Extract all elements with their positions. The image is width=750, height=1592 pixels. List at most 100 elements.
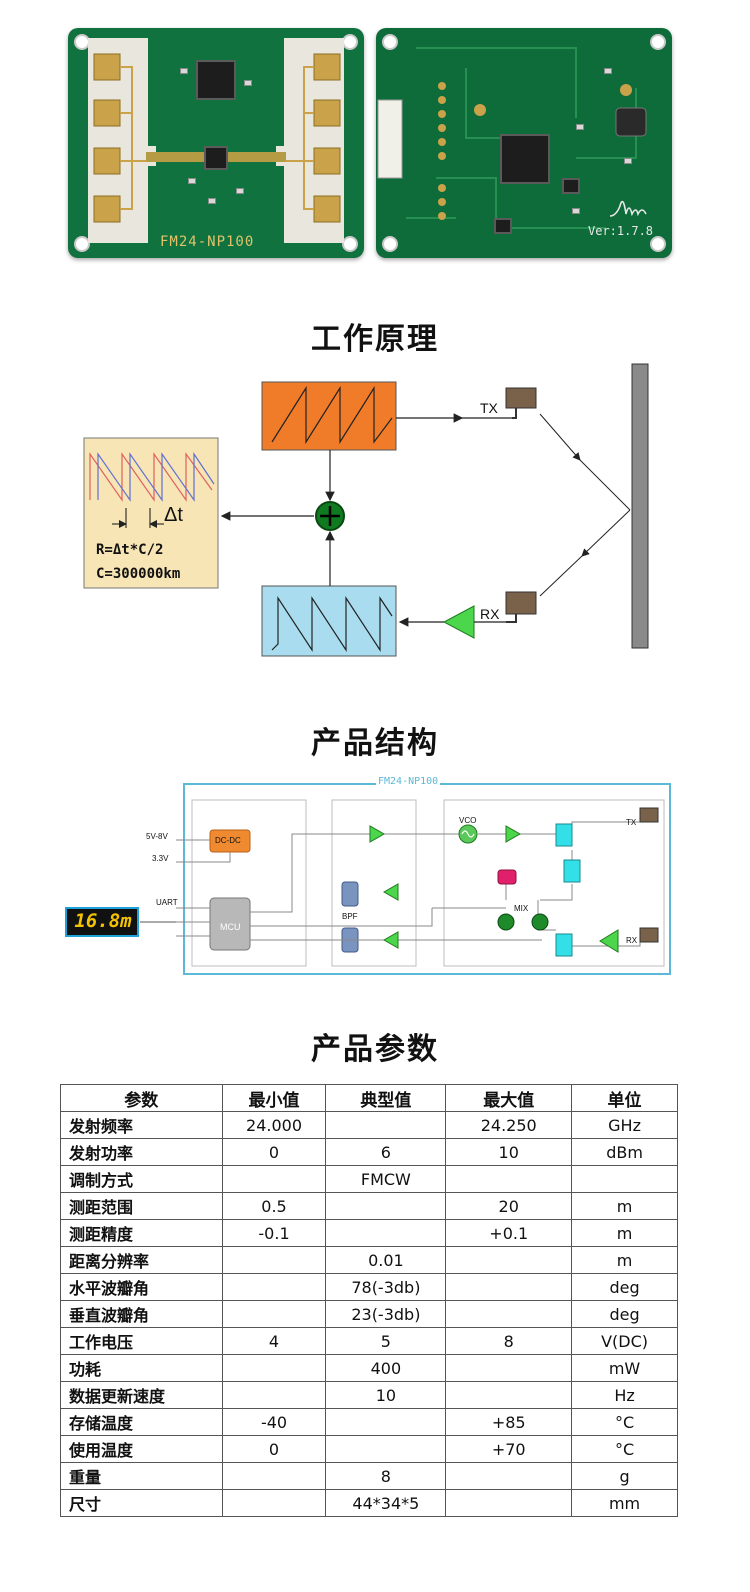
max-value bbox=[445, 1246, 573, 1274]
param-name: 距离分辨率 bbox=[60, 1246, 223, 1274]
smd-part bbox=[576, 124, 584, 130]
bpf-label: BPF bbox=[342, 912, 358, 921]
tx-antenna-icon bbox=[505, 387, 537, 419]
mounting-hole bbox=[650, 236, 666, 252]
min-value: 0 bbox=[221, 1138, 327, 1166]
unit: mm bbox=[571, 1489, 678, 1517]
unit: Hz bbox=[571, 1381, 678, 1409]
rx-antenna-icon bbox=[639, 927, 659, 943]
typ-value: 5 bbox=[325, 1327, 447, 1355]
typ-value: 44*34*5 bbox=[325, 1489, 447, 1517]
structure-diagram bbox=[65, 783, 671, 975]
tx-antenna-icon bbox=[639, 807, 659, 823]
unit: dBm bbox=[571, 1138, 678, 1166]
delta-t-label: Δt bbox=[164, 504, 183, 526]
amplifier-icon bbox=[599, 929, 619, 953]
min-value: 0.5 bbox=[221, 1192, 327, 1220]
chip bbox=[204, 146, 228, 170]
rx-signal-block bbox=[261, 585, 397, 657]
structure-title: 产品结构 bbox=[311, 726, 439, 761]
mcu-label: MCU bbox=[220, 922, 241, 932]
chip bbox=[494, 218, 512, 234]
params-title: 产品参数 bbox=[311, 1032, 439, 1067]
max-value bbox=[445, 1165, 573, 1193]
splitter-icon bbox=[563, 859, 581, 883]
mounting-hole bbox=[74, 236, 90, 252]
max-value: +85 bbox=[445, 1408, 573, 1436]
min-value bbox=[221, 1354, 327, 1382]
max-value: +0.1 bbox=[445, 1219, 573, 1247]
param-name: 数据更新速度 bbox=[60, 1381, 223, 1409]
header-unit: 单位 bbox=[571, 1084, 678, 1112]
dcdc-label: DC-DC bbox=[215, 836, 241, 845]
max-value bbox=[445, 1354, 573, 1382]
max-value bbox=[445, 1300, 573, 1328]
brand-logo bbox=[609, 200, 647, 217]
param-name: 重量 bbox=[60, 1462, 223, 1490]
chip bbox=[196, 60, 236, 100]
formula-box bbox=[83, 437, 219, 589]
unit bbox=[571, 1165, 678, 1193]
rx-antenna-icon bbox=[505, 591, 537, 623]
header-max: 最大值 bbox=[445, 1084, 573, 1112]
typ-value: 78(-3db) bbox=[325, 1273, 447, 1301]
smd-part bbox=[236, 188, 244, 194]
typ-value: 400 bbox=[325, 1354, 447, 1382]
max-value: 10 bbox=[445, 1138, 573, 1166]
unit: m bbox=[571, 1219, 678, 1247]
max-value bbox=[445, 1381, 573, 1409]
mounting-hole bbox=[650, 34, 666, 50]
typ-value: 6 bbox=[325, 1138, 447, 1166]
vco-label: VCO bbox=[459, 816, 477, 825]
typ-value: 0.01 bbox=[325, 1246, 447, 1274]
unit: m bbox=[571, 1192, 678, 1220]
table-row: 距离分辨率 0.01 m bbox=[60, 1246, 678, 1274]
principle-title: 工作原理 bbox=[311, 322, 439, 357]
unit: °C bbox=[571, 1408, 678, 1436]
unit: m bbox=[571, 1246, 678, 1274]
phase-shifter-icon bbox=[497, 869, 517, 885]
mixer-symbol bbox=[315, 501, 345, 531]
unit: V(DC) bbox=[571, 1327, 678, 1355]
smd-part bbox=[180, 68, 188, 74]
distance-display bbox=[65, 907, 139, 937]
typ-value bbox=[325, 1192, 447, 1220]
board-label: FM24-NP100 bbox=[376, 776, 441, 787]
min-value bbox=[221, 1381, 327, 1409]
table-header-row: 参数 最小值 典型值 最大值 单位 bbox=[60, 1084, 678, 1112]
unit: GHz bbox=[571, 1111, 678, 1139]
unit: g bbox=[571, 1462, 678, 1490]
header-param: 参数 bbox=[60, 1084, 223, 1112]
formula-light-speed: C=300000km bbox=[96, 566, 181, 582]
typ-value bbox=[325, 1111, 447, 1139]
unit: °C bbox=[571, 1435, 678, 1463]
structure-rx-label: RX bbox=[626, 936, 638, 945]
mounting-hole bbox=[342, 236, 358, 252]
param-name: 使用温度 bbox=[60, 1435, 223, 1463]
max-value bbox=[445, 1489, 573, 1517]
param-name: 调制方式 bbox=[60, 1165, 223, 1193]
smd-part bbox=[188, 178, 196, 184]
param-name: 存储温度 bbox=[60, 1408, 223, 1436]
splitter-icon bbox=[555, 823, 573, 847]
max-value: 20 bbox=[445, 1192, 573, 1220]
amplifier-icon bbox=[505, 825, 522, 843]
min-value bbox=[221, 1246, 327, 1274]
mounting-hole bbox=[382, 34, 398, 50]
chip bbox=[562, 178, 580, 194]
smd-part bbox=[604, 68, 612, 74]
mounting-hole bbox=[382, 236, 398, 252]
tx-signal-block bbox=[261, 381, 397, 451]
tx-label: TX bbox=[480, 400, 498, 416]
typ-value bbox=[325, 1435, 447, 1463]
